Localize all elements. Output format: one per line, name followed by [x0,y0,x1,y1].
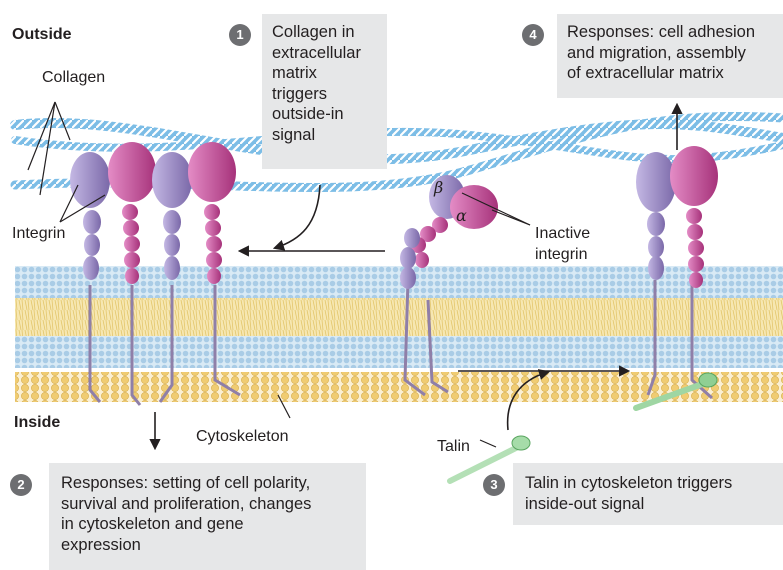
cytoskeleton-label: Cytoskeleton [196,427,289,447]
integrin-pair-2 [152,142,236,284]
integrin-label: Integrin [12,224,65,244]
inactive-integrin-label-line1: Inactive [535,224,590,244]
step-2-number: 2 [10,474,32,496]
collagen-label: Collagen [42,68,105,88]
step-2-text: Responses: setting of cell polarity,surv… [61,473,311,555]
inside-label: Inside [14,413,60,433]
step-3-number: 3 [483,474,505,496]
step-1-number: 1 [229,24,251,46]
talin-label: Talin [437,437,470,457]
alpha-subunit-label: α [456,206,467,225]
beta-subunit-label: β [434,178,443,197]
outside-label: Outside [12,25,72,45]
integrin-pair-1 [70,142,156,284]
step-4-number: 4 [522,24,544,46]
inactive-integrin-label-line2: integrin [535,245,587,265]
